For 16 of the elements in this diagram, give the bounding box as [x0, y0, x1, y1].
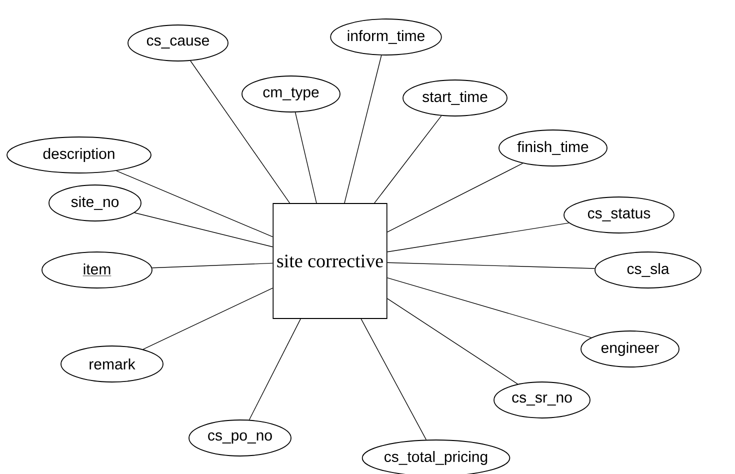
entity-box: site corrective — [272, 203, 388, 319]
connector-line — [344, 55, 382, 204]
connector-line — [386, 277, 592, 338]
connector-line — [386, 162, 524, 232]
connector-line — [248, 318, 301, 420]
connector-line — [386, 298, 518, 384]
connector-line — [116, 170, 274, 238]
connector-line — [360, 318, 427, 440]
connector-line — [386, 222, 570, 252]
connector-line — [294, 112, 317, 204]
connector-line — [152, 262, 274, 268]
connector-line — [374, 115, 442, 204]
connector-line — [142, 288, 274, 350]
connector-line — [386, 262, 596, 269]
connector-line — [134, 212, 274, 248]
connector-line — [190, 60, 290, 204]
